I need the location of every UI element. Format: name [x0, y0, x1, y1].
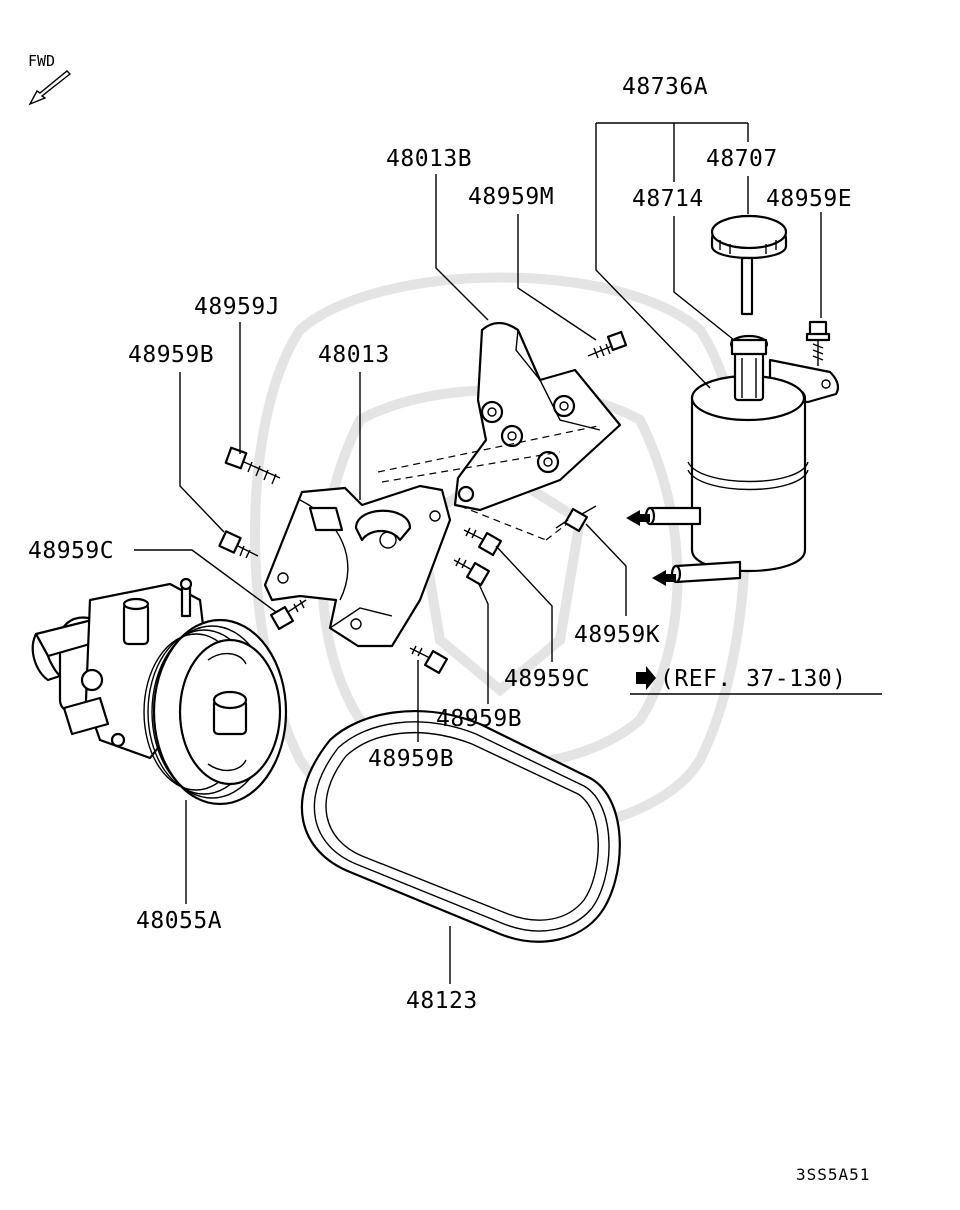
reference-arrow-icon — [636, 666, 656, 690]
callout-48959j: 48959J — [194, 294, 280, 320]
callout-48013b: 48013B — [386, 146, 472, 172]
callout-48123: 48123 — [406, 988, 478, 1014]
callout-48959b-low: 48959B — [368, 746, 454, 772]
leader-lines — [134, 122, 882, 984]
bolt-48959c-left — [269, 599, 307, 631]
alignment-lines — [377, 425, 599, 541]
bolt-48959j — [224, 446, 281, 485]
bolt-48959e — [805, 320, 831, 366]
bolt-48959b-low — [409, 645, 449, 675]
fwd-arrow-icon — [28, 70, 72, 106]
power-steering-pump — [31, 577, 288, 806]
bolt-48959b-left — [218, 530, 259, 559]
callout-48013: 48013 — [318, 342, 390, 368]
callout-48714: 48714 — [632, 186, 704, 212]
bolt-48959c-mid — [463, 527, 503, 557]
callout-48959m: 48959M — [468, 184, 554, 210]
callout-48959b-mid: 48959B — [436, 706, 522, 732]
reservoir-assembly — [626, 334, 840, 586]
drive-belt — [300, 710, 621, 943]
callout-48736a: 48736A — [622, 74, 708, 100]
bolt-48959k — [555, 505, 597, 533]
reservoir-cap — [710, 214, 788, 316]
diagram-code: 3SS5A51 — [796, 1165, 870, 1184]
fwd-label: FWD — [28, 52, 55, 70]
callout-48959k: 48959K — [574, 622, 660, 648]
reference-text: (REF. 37-130) — [660, 666, 847, 692]
fwd-indicator: FWD — [28, 52, 72, 106]
bracket-mounting — [263, 484, 452, 648]
bracket-upper — [453, 321, 622, 512]
bolt-48959m — [587, 330, 628, 359]
callout-labels: 48736A 48707 48714 48959E 48013B 48959M … — [28, 74, 852, 1014]
callout-48959c-left: 48959C — [28, 538, 114, 564]
callout-48707: 48707 — [706, 146, 778, 172]
callout-48055a: 48055A — [136, 908, 222, 934]
callout-48959e: 48959E — [766, 186, 852, 212]
reference-note: (REF. 37-130) — [636, 666, 847, 692]
callout-48959b-left: 48959B — [128, 342, 214, 368]
bolt-48959b-mid — [453, 557, 491, 587]
callout-48959c-mid: 48959C — [504, 666, 590, 692]
